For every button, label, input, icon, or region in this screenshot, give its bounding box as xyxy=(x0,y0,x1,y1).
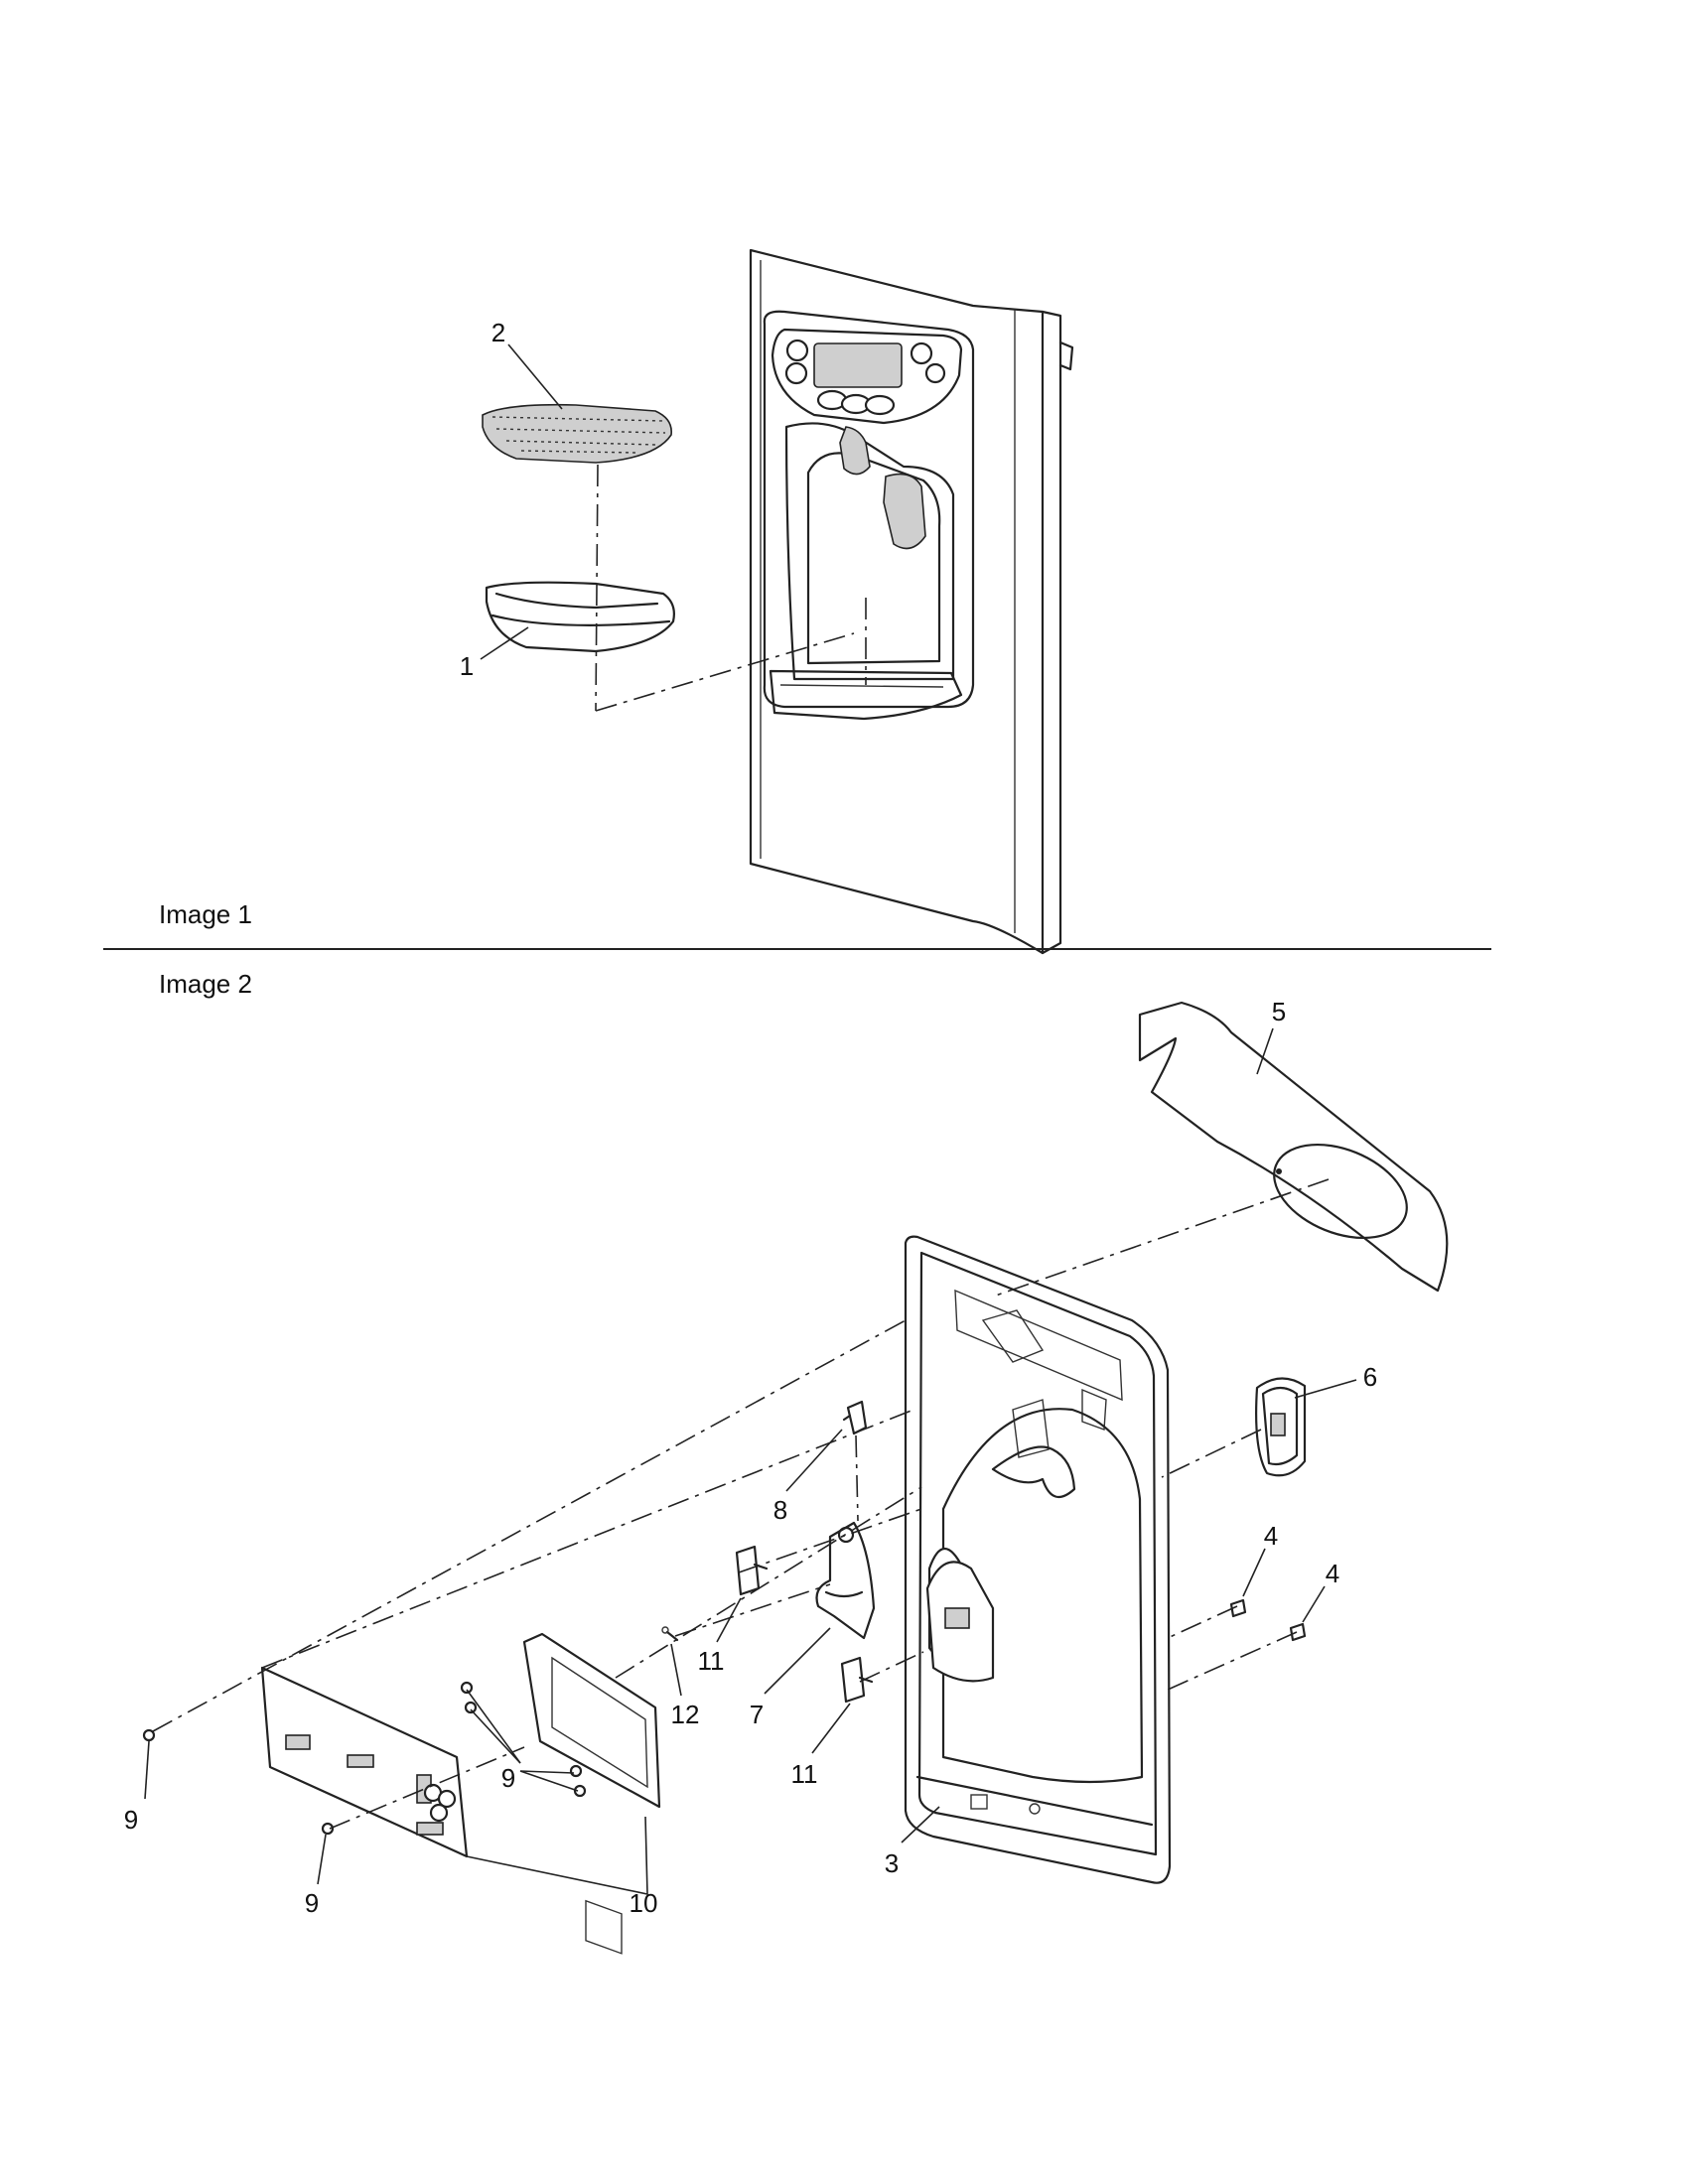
image2-leaders xyxy=(144,1027,1357,1895)
image2-caption: Image 2 xyxy=(159,969,252,999)
callout-9-bracket: 9 xyxy=(501,1763,515,1793)
image2-assembly-lines xyxy=(152,1178,1330,1830)
callout-4-b: 4 xyxy=(1326,1559,1339,1588)
callout-11-lower: 11 xyxy=(791,1759,818,1789)
image2-group: 5 6 8 4 4 11 12 7 11 9 9 9 10 3 xyxy=(124,997,1449,1955)
screw-9-bracket-c xyxy=(569,1764,583,1778)
callout-10: 10 xyxy=(630,1888,658,1918)
water-lever xyxy=(815,1521,876,1640)
callout-7: 7 xyxy=(750,1700,764,1729)
assembly-line-grille-to-tray xyxy=(595,464,599,712)
callout-8: 8 xyxy=(773,1495,787,1525)
dispenser-housing xyxy=(904,1235,1172,1884)
screw-12 xyxy=(661,1626,679,1642)
callout-6: 6 xyxy=(1363,1362,1377,1392)
callout-9-bottom: 9 xyxy=(305,1888,319,1918)
callout-3: 3 xyxy=(885,1848,899,1878)
leader-2 xyxy=(507,343,563,410)
switch-clip xyxy=(842,1400,868,1435)
callout-4-a: 4 xyxy=(1264,1521,1278,1551)
screw-4-a xyxy=(1229,1598,1247,1618)
callout-1: 1 xyxy=(460,651,474,681)
leader-1 xyxy=(480,626,529,660)
screw-9-bracket-b xyxy=(464,1701,478,1714)
callout-2: 2 xyxy=(491,318,505,347)
screw-9-left xyxy=(142,1728,156,1742)
callout-11-upper: 11 xyxy=(698,1646,725,1676)
micro-switch-lower xyxy=(840,1656,874,1704)
insulation-panel xyxy=(1138,1001,1449,1293)
control-board xyxy=(260,1666,469,1858)
dispenser-door-panel xyxy=(749,248,1074,955)
board-bracket xyxy=(522,1632,661,1955)
drip-tray-grille xyxy=(482,403,672,464)
callout-12: 12 xyxy=(671,1700,700,1729)
callout-9-left: 9 xyxy=(124,1805,138,1835)
screw-9-bracket-a xyxy=(460,1681,474,1695)
assembly-line-tray-to-door xyxy=(595,632,855,712)
drip-tray xyxy=(485,581,675,653)
screw-9-bottom xyxy=(321,1822,335,1836)
screw-4-b xyxy=(1289,1622,1307,1642)
image1-caption: Image 1 xyxy=(159,899,252,929)
callout-5: 5 xyxy=(1272,997,1286,1026)
image1-group: 2 1 xyxy=(460,248,1074,955)
screw-9-bracket-d xyxy=(573,1784,587,1798)
light-lens xyxy=(1255,1377,1307,1477)
